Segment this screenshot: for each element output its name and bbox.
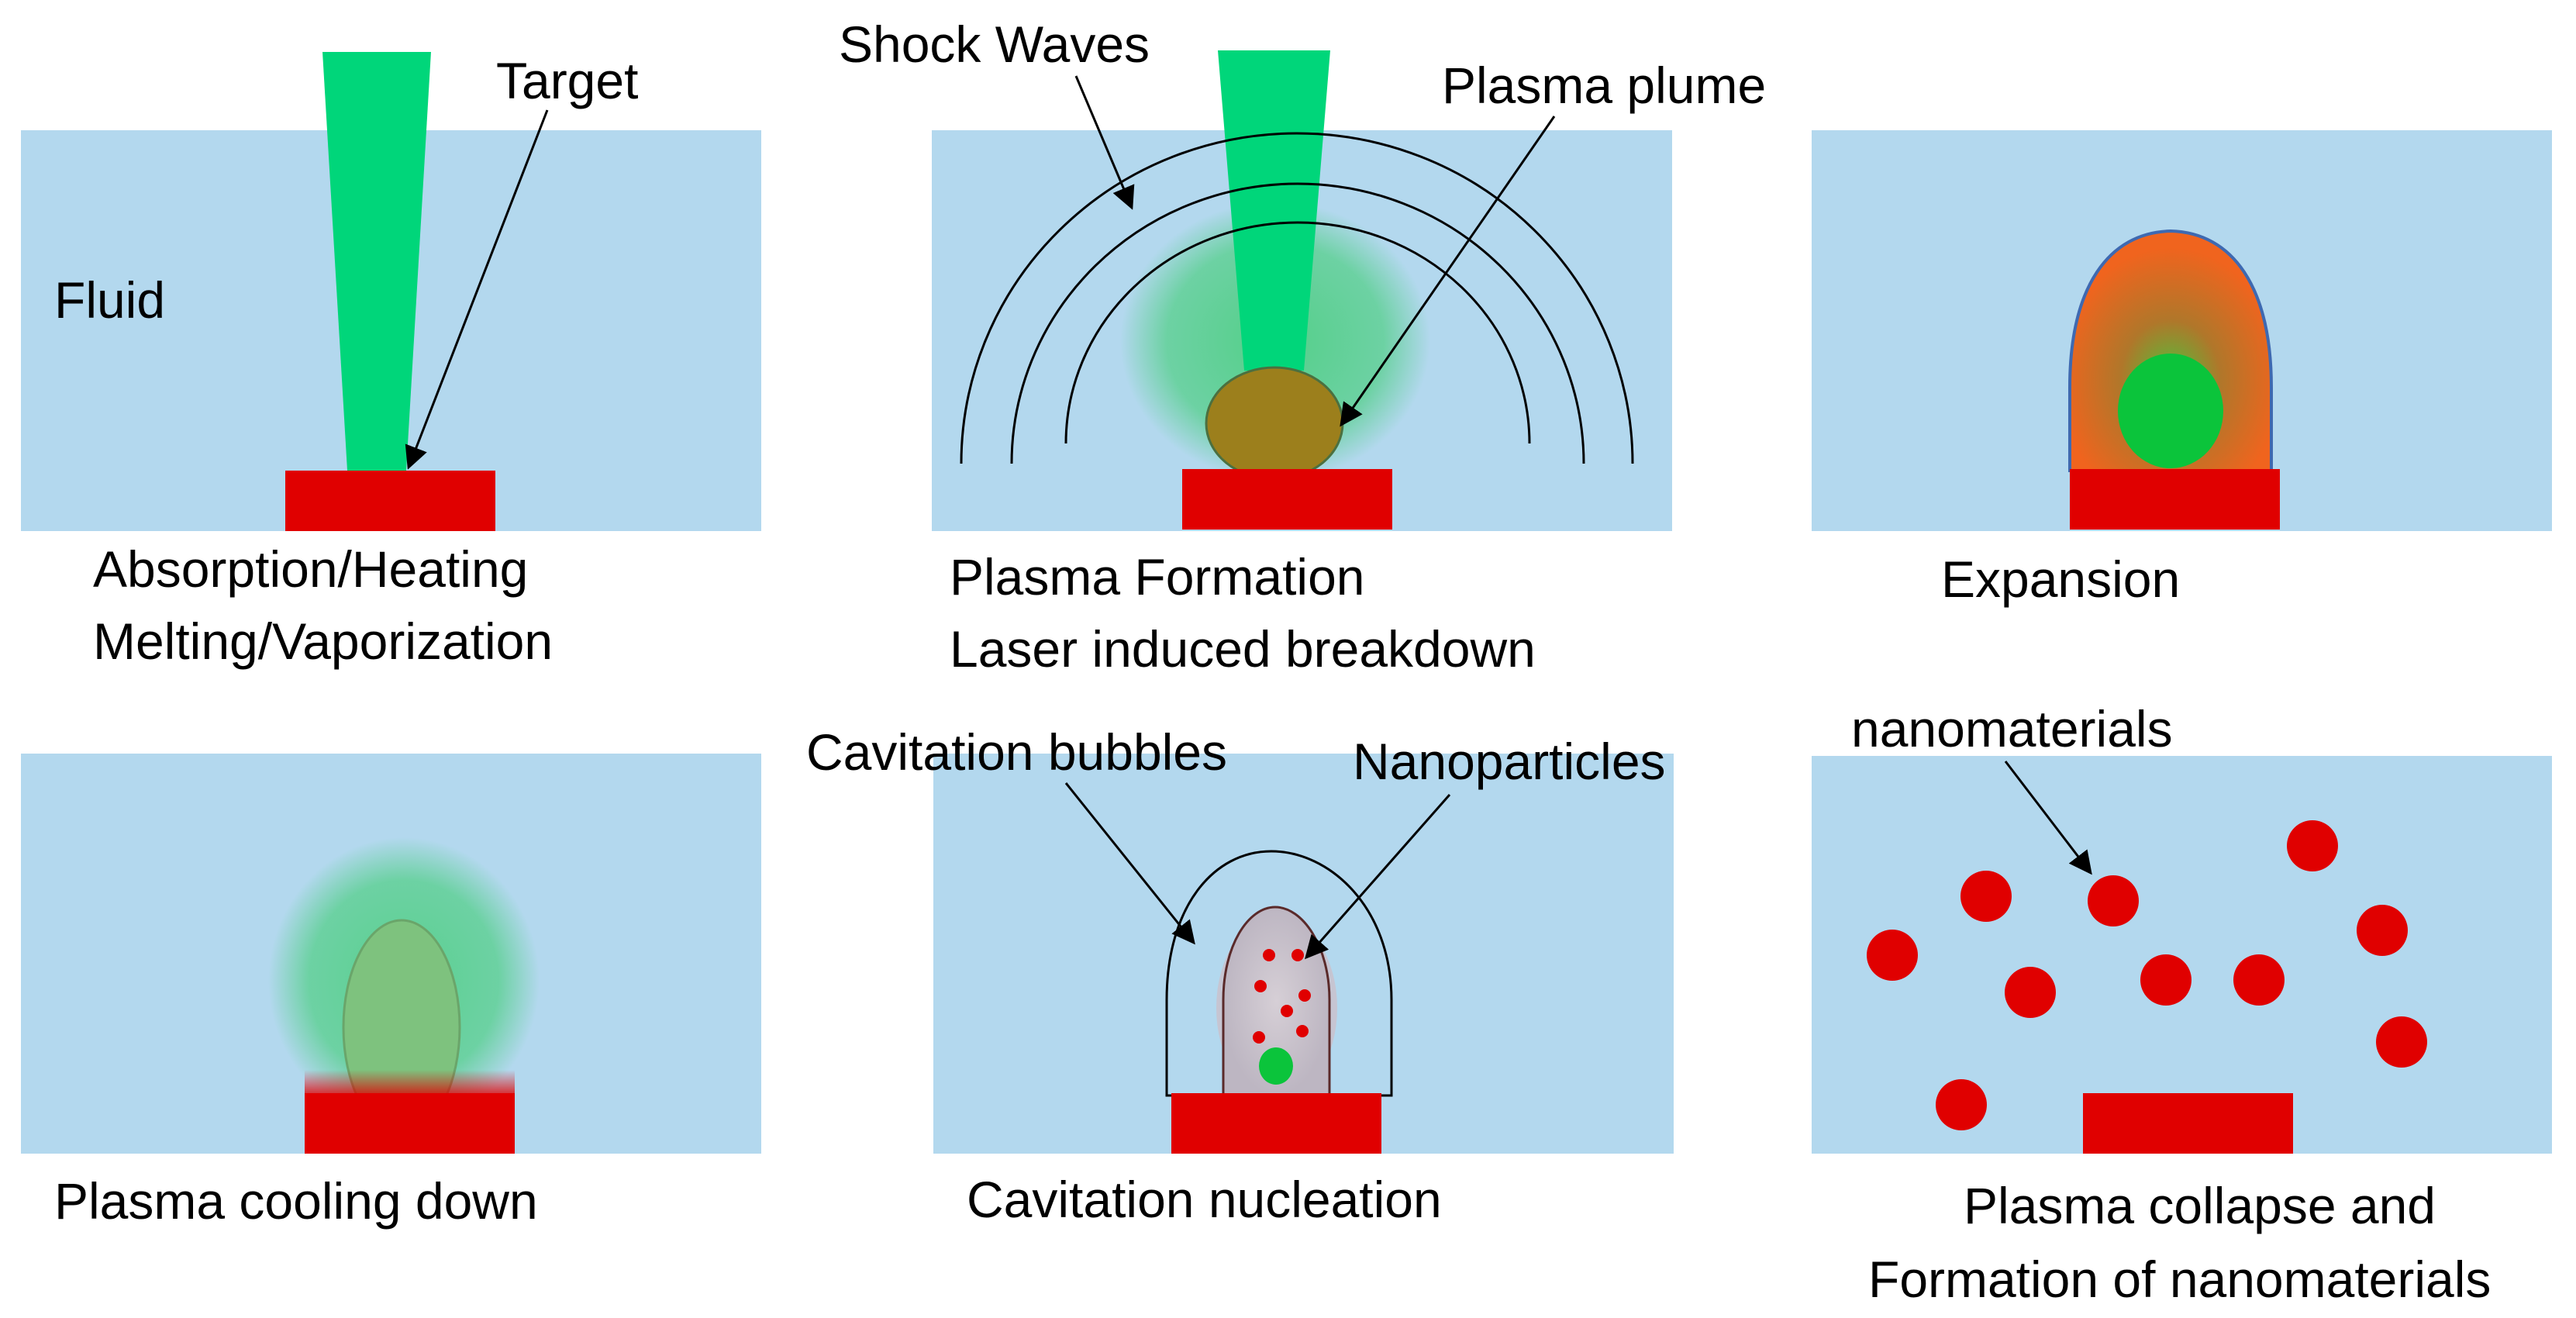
caption-line-1: Plasma Formation: [950, 548, 1365, 606]
target-arrow: [405, 109, 549, 470]
fluid-region: [1812, 756, 2552, 1154]
panel-expansion: Expansion: [1812, 130, 2552, 608]
caption-line-1: Plasma collapse and: [1964, 1177, 2436, 1234]
plasma-plume-arrow: [1340, 116, 1556, 427]
cavitation-bubbles-label: Cavitation bubbles: [806, 723, 1227, 781]
nanoparticles-label: Nanoparticles: [1353, 733, 1666, 790]
caption-line-1: Absorption/Heating: [93, 540, 528, 598]
cavitation-bubbles-arrow: [1064, 782, 1195, 945]
nanoparticle: [1291, 949, 1304, 961]
caption-line-2: Melting/Vaporization: [93, 612, 553, 670]
panel-absorption-heating: Fluid Target Absorption/Heating Melting/…: [21, 52, 761, 670]
nanomaterials-arrow: [2004, 761, 2092, 875]
panel-cavitation-nucleation: Cavitation bubbles Nanoparticles Cavitat…: [806, 723, 1674, 1228]
nanomaterial: [1936, 1079, 1987, 1130]
plasma-core: [1259, 1047, 1293, 1085]
caption-line-1: Cavitation nucleation: [967, 1171, 1442, 1228]
target-label: Target: [496, 52, 638, 109]
nanomaterial: [2088, 875, 2139, 926]
nanoparticle: [1296, 1025, 1309, 1037]
caption-line-1: Expansion: [1941, 550, 2180, 608]
nanoparticle: [1298, 989, 1311, 1002]
fluid-label: Fluid: [54, 271, 165, 329]
shock-wave-middle: [1010, 182, 1585, 464]
target-block: [2070, 469, 2280, 530]
shock-waves-label: Shock Waves: [839, 16, 1150, 73]
nanomaterial-group: [1867, 820, 2427, 1130]
nanomaterial: [2233, 954, 2285, 1006]
target-block: [2083, 1093, 2293, 1154]
target-block: [305, 1093, 515, 1154]
panel-plasma-collapse: nanomaterials Plasma collapse and Format…: [1812, 700, 2552, 1308]
nanoparticle: [1263, 949, 1275, 961]
nanomaterial: [2287, 820, 2338, 871]
caption-line-2: Formation of nanomaterials: [1868, 1251, 2491, 1308]
target-block: [1171, 1093, 1381, 1154]
nanoparticle: [1254, 980, 1267, 992]
nanomaterial: [2005, 967, 2056, 1018]
nanoparticle: [1253, 1031, 1265, 1044]
shock-wave-inner: [1064, 221, 1531, 444]
target-block: [1182, 469, 1392, 530]
nanomaterial: [2376, 1016, 2427, 1068]
plasma-plume-label: Plasma plume: [1442, 57, 1766, 114]
nanoparticle: [1281, 1005, 1293, 1017]
nanoparticle-group: [1253, 949, 1311, 1044]
panel-plasma-formation: Shock Waves Plasma plume Plasma Formatio…: [839, 16, 1766, 678]
shock-wave-outer: [960, 132, 1634, 464]
nanoparticles-arrow: [1305, 794, 1451, 960]
caption-line-1: Plasma cooling down: [54, 1172, 538, 1230]
nanomaterials-label: nanomaterials: [1851, 700, 2173, 757]
nanomaterial: [1867, 930, 1918, 981]
nanomaterial: [2357, 905, 2408, 956]
laser-beam: [322, 52, 431, 471]
panel-plasma-cooling: Plasma cooling down: [21, 754, 761, 1230]
nanomaterial: [2140, 954, 2191, 1006]
laser-beam: [1218, 50, 1330, 371]
shock-waves-arrow: [1074, 75, 1135, 210]
plasma-core: [2118, 354, 2223, 468]
caption-line-2: Laser induced breakdown: [950, 620, 1536, 678]
nanomaterial: [1960, 871, 2012, 922]
target-heat-fade: [305, 1070, 515, 1101]
plasma-plume: [1205, 366, 1344, 481]
target-block: [285, 471, 495, 531]
